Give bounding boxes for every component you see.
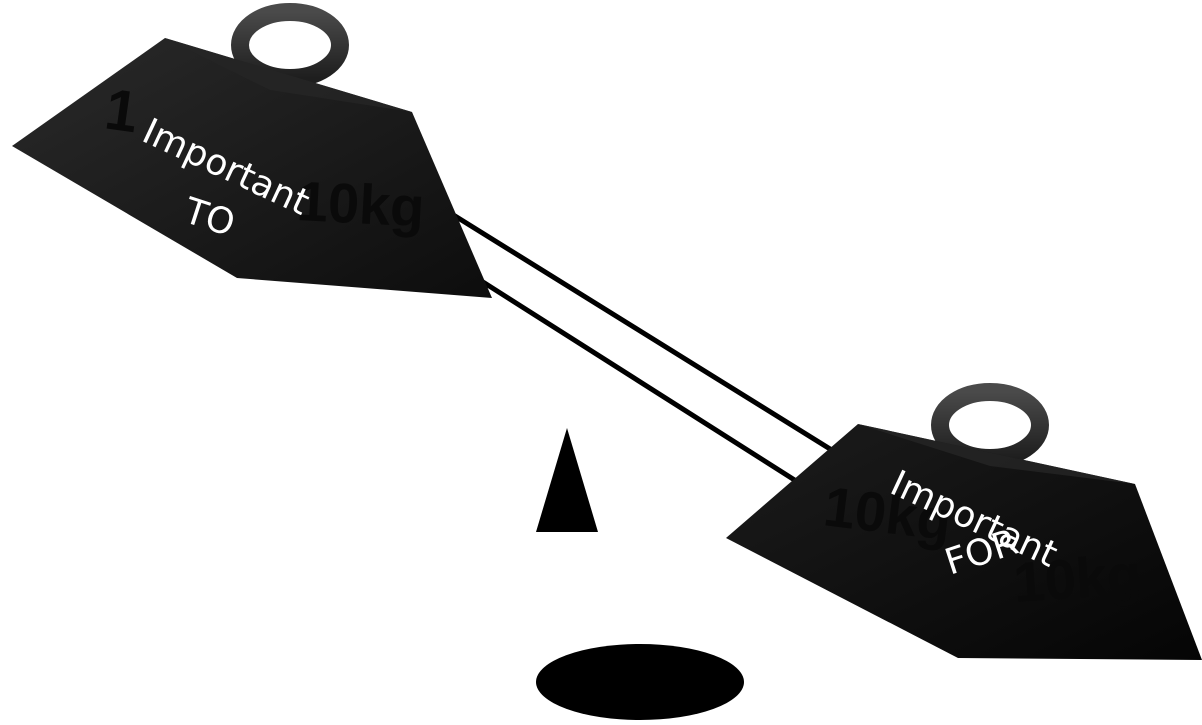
fulcrum-base (536, 644, 744, 720)
right-weight: 10kg 10kg Important FOR (726, 392, 1202, 660)
fulcrum-triangle (536, 428, 598, 532)
left-weight: 1 10kg Important TO (12, 12, 492, 298)
left-weight-stamp: 10kg (295, 169, 426, 239)
seesaw-beam (418, 193, 888, 500)
